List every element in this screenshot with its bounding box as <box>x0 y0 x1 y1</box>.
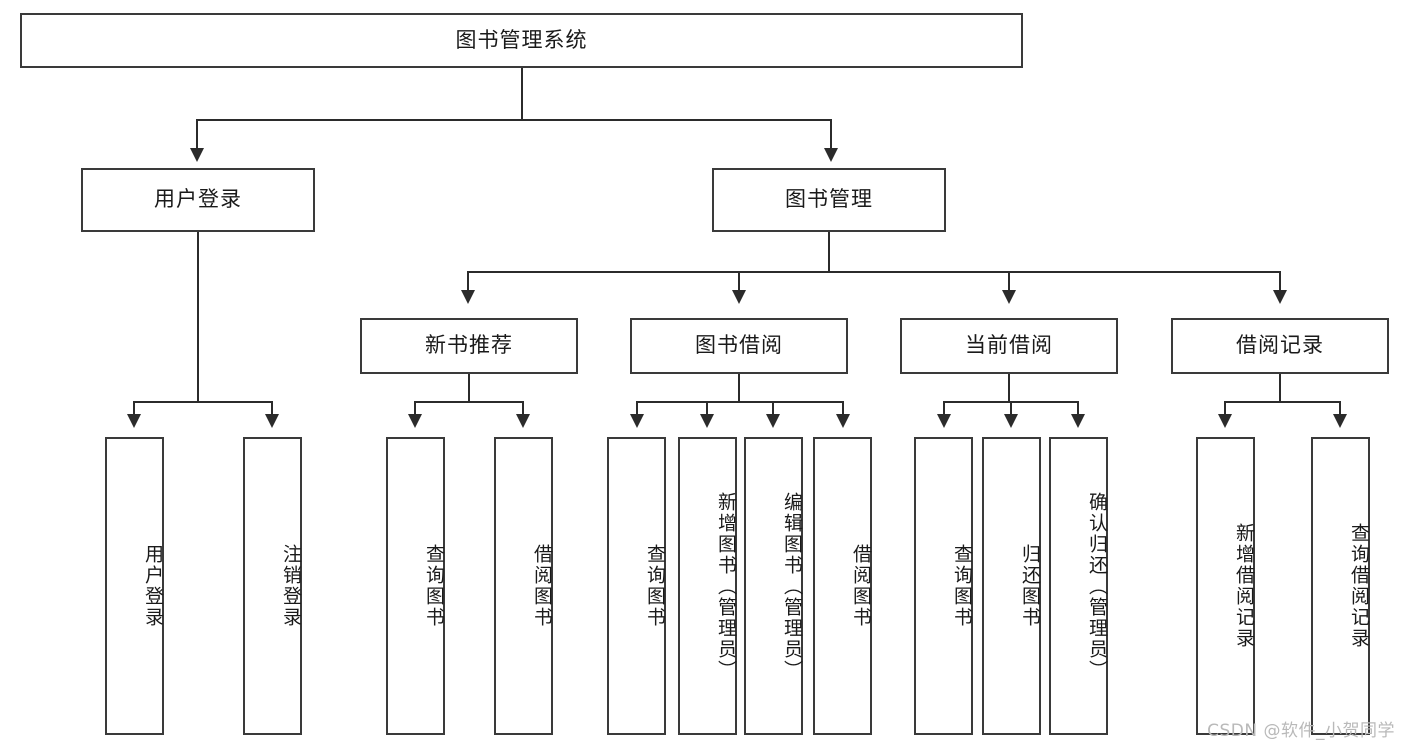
connector-new-book-bus <box>414 401 524 403</box>
node-label: 新增图书（管理员） <box>715 491 737 681</box>
arrowhead-to-user-login <box>190 148 204 162</box>
connector-current-drop-3 <box>1077 401 1079 417</box>
connector-borrow-record-bus <box>1224 401 1341 403</box>
node-label: 注销登录 <box>280 544 302 628</box>
connector-current-drop-1 <box>943 401 945 417</box>
node-root-system[interactable]: 图书管理系统 <box>20 13 1023 68</box>
node-label: 图书管理系统 <box>455 27 588 52</box>
connector-borrow-record-stem <box>1279 374 1281 402</box>
connector-l3-drop-1 <box>467 271 469 293</box>
connector-current-drop-2 <box>1010 401 1012 417</box>
arrowhead-leaf-borrow-book-1 <box>516 414 530 428</box>
node-label: 编辑图书（管理员） <box>781 491 803 681</box>
leaf-borrow-book[interactable]: 借阅图书 <box>813 437 872 735</box>
arrowhead-leaf-query-book-2 <box>630 414 644 428</box>
connector-user-login-stem <box>197 232 199 402</box>
node-label: 查询图书 <box>644 544 666 628</box>
arrowhead-borrow-record <box>1273 290 1287 304</box>
leaf-logout[interactable]: 注销登录 <box>243 437 302 735</box>
arrowhead-leaf-add-book <box>700 414 714 428</box>
leaf-add-borrow-record[interactable]: 新增借阅记录 <box>1196 437 1255 735</box>
connector-new-book-drop-1 <box>414 401 416 417</box>
connector-user-login-drop-2 <box>271 401 273 417</box>
connector-record-drop-1 <box>1224 401 1226 417</box>
arrowhead-leaf-query-book-1 <box>408 414 422 428</box>
node-label: 图书管理 <box>785 187 873 212</box>
connector-book-borrow-drop-4 <box>842 401 844 417</box>
node-label: 借阅图书 <box>850 544 872 628</box>
node-borrow-record[interactable]: 借阅记录 <box>1171 318 1389 374</box>
node-label: 归还图书 <box>1019 544 1041 628</box>
node-label: 确认归还（管理员） <box>1086 491 1108 681</box>
connector-current-borrow-stem <box>1008 374 1010 402</box>
leaf-query-book-current[interactable]: 查询图书 <box>914 437 973 735</box>
leaf-return-book[interactable]: 归还图书 <box>982 437 1041 735</box>
connector-book-borrow-drop-1 <box>636 401 638 417</box>
arrowhead-leaf-borrow-book-2 <box>836 414 850 428</box>
node-book-borrow[interactable]: 图书借阅 <box>630 318 848 374</box>
node-label: 图书借阅 <box>695 333 783 358</box>
arrowhead-book-borrow <box>732 290 746 304</box>
leaf-user-login[interactable]: 用户登录 <box>105 437 164 735</box>
node-current-borrow[interactable]: 当前借阅 <box>900 318 1118 374</box>
arrowhead-leaf-query-record <box>1333 414 1347 428</box>
arrowhead-to-book-manage <box>824 148 838 162</box>
connector-book-borrow-stem <box>738 374 740 402</box>
connector-root-bus <box>196 119 832 121</box>
connector-root-stem <box>521 68 523 120</box>
leaf-edit-book-admin[interactable]: 编辑图书（管理员） <box>744 437 803 735</box>
connector-user-login-drop-1 <box>133 401 135 417</box>
node-label: 用户登录 <box>142 544 164 628</box>
node-user-login[interactable]: 用户登录 <box>81 168 315 232</box>
arrowhead-leaf-add-record <box>1218 414 1232 428</box>
connector-book-manage-stem <box>828 232 830 272</box>
connector-book-borrow-bus <box>636 401 844 403</box>
leaf-query-book-borrow[interactable]: 查询图书 <box>607 437 666 735</box>
node-new-book-recommend[interactable]: 新书推荐 <box>360 318 578 374</box>
connector-to-user-login <box>196 119 198 151</box>
leaf-confirm-return-admin[interactable]: 确认归还（管理员） <box>1049 437 1108 735</box>
connector-user-login-bus <box>133 401 271 403</box>
arrowhead-leaf-logout <box>265 414 279 428</box>
arrowhead-leaf-edit-book <box>766 414 780 428</box>
node-label: 借阅图书 <box>531 544 553 628</box>
arrowhead-leaf-confirm-return <box>1071 414 1085 428</box>
node-label: 查询图书 <box>951 544 973 628</box>
connector-book-borrow-drop-3 <box>772 401 774 417</box>
connector-book-borrow-drop-2 <box>706 401 708 417</box>
node-label: 查询图书 <box>423 544 445 628</box>
node-label: 借阅记录 <box>1236 333 1324 358</box>
leaf-query-borrow-record[interactable]: 查询借阅记录 <box>1311 437 1370 735</box>
node-label: 新增借阅记录 <box>1233 523 1255 649</box>
connector-l3-drop-2 <box>738 271 740 293</box>
connector-book-manage-bus <box>467 271 1280 273</box>
arrowhead-leaf-user-login <box>127 414 141 428</box>
arrowhead-leaf-query-book-3 <box>937 414 951 428</box>
node-book-management[interactable]: 图书管理 <box>712 168 946 232</box>
leaf-query-book-new[interactable]: 查询图书 <box>386 437 445 735</box>
connector-l3-drop-3 <box>1008 271 1010 293</box>
connector-record-drop-2 <box>1339 401 1341 417</box>
node-label: 新书推荐 <box>425 333 513 358</box>
arrowhead-new-book <box>461 290 475 304</box>
connector-to-book-manage <box>830 119 832 151</box>
node-label: 用户登录 <box>154 187 242 212</box>
leaf-add-book-admin[interactable]: 新增图书（管理员） <box>678 437 737 735</box>
connector-new-book-drop-2 <box>522 401 524 417</box>
leaf-borrow-book-new[interactable]: 借阅图书 <box>494 437 553 735</box>
arrowhead-leaf-return-book <box>1004 414 1018 428</box>
connector-new-book-stem <box>468 374 470 402</box>
connector-l3-drop-4 <box>1279 271 1281 293</box>
node-label: 查询借阅记录 <box>1348 523 1370 649</box>
node-label: 当前借阅 <box>965 333 1053 358</box>
arrowhead-current-borrow <box>1002 290 1016 304</box>
